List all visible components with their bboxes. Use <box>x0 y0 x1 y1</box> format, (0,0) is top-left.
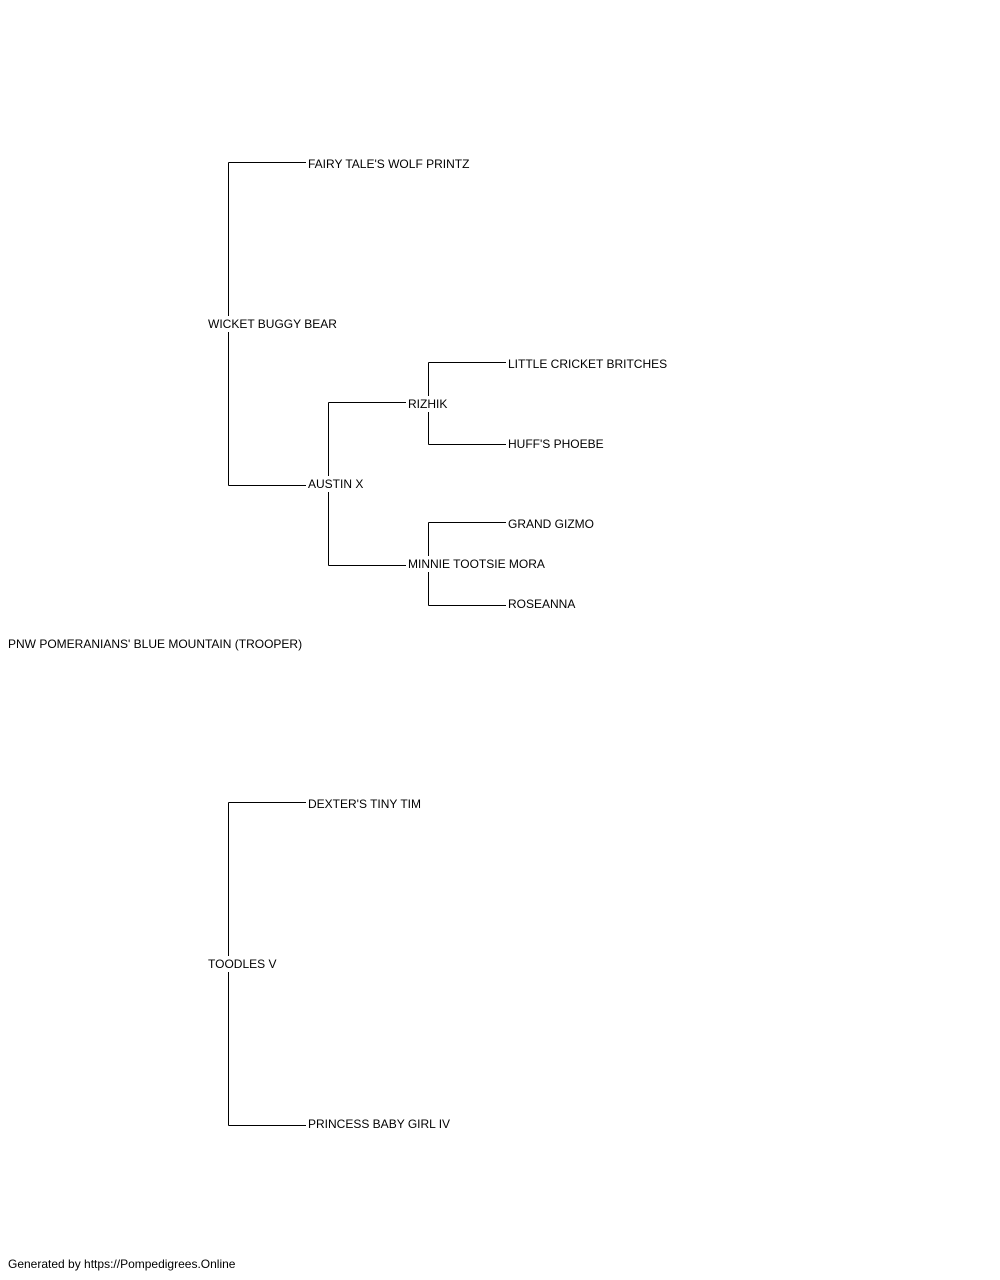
sire-dam-sire-sire-name: LITTLE CRICKET BRITCHES <box>508 356 668 372</box>
dam-sire-name: DEXTER'S TINY TIM <box>308 796 421 812</box>
sire-dam-sire-name: RIZHIK <box>408 396 448 412</box>
sire-dam-dam-name: MINNIE TOOTSIE MORA <box>408 556 545 572</box>
dam-name: TOODLES V <box>208 956 277 972</box>
sire-dam-dam-dam-name: ROSEANNA <box>508 596 576 612</box>
subject-name: PNW POMERANIANS' BLUE MOUNTAIN (TROOPER) <box>8 636 303 652</box>
dam-dam-name: PRINCESS BABY GIRL IV <box>308 1116 451 1132</box>
sire-sire-name: FAIRY TALE'S WOLF PRINTZ <box>308 156 470 172</box>
sire-dam-dam-sire-name: GRAND GIZMO <box>508 516 594 532</box>
sire-name: WICKET BUGGY BEAR <box>208 316 337 332</box>
sire-dam-sire-dam-name: HUFF'S PHOEBE <box>508 436 604 452</box>
sire-dam-name: AUSTIN X <box>308 476 364 492</box>
generated-by-footer: Generated by https://Pompedigrees.Online <box>8 1257 236 1271</box>
